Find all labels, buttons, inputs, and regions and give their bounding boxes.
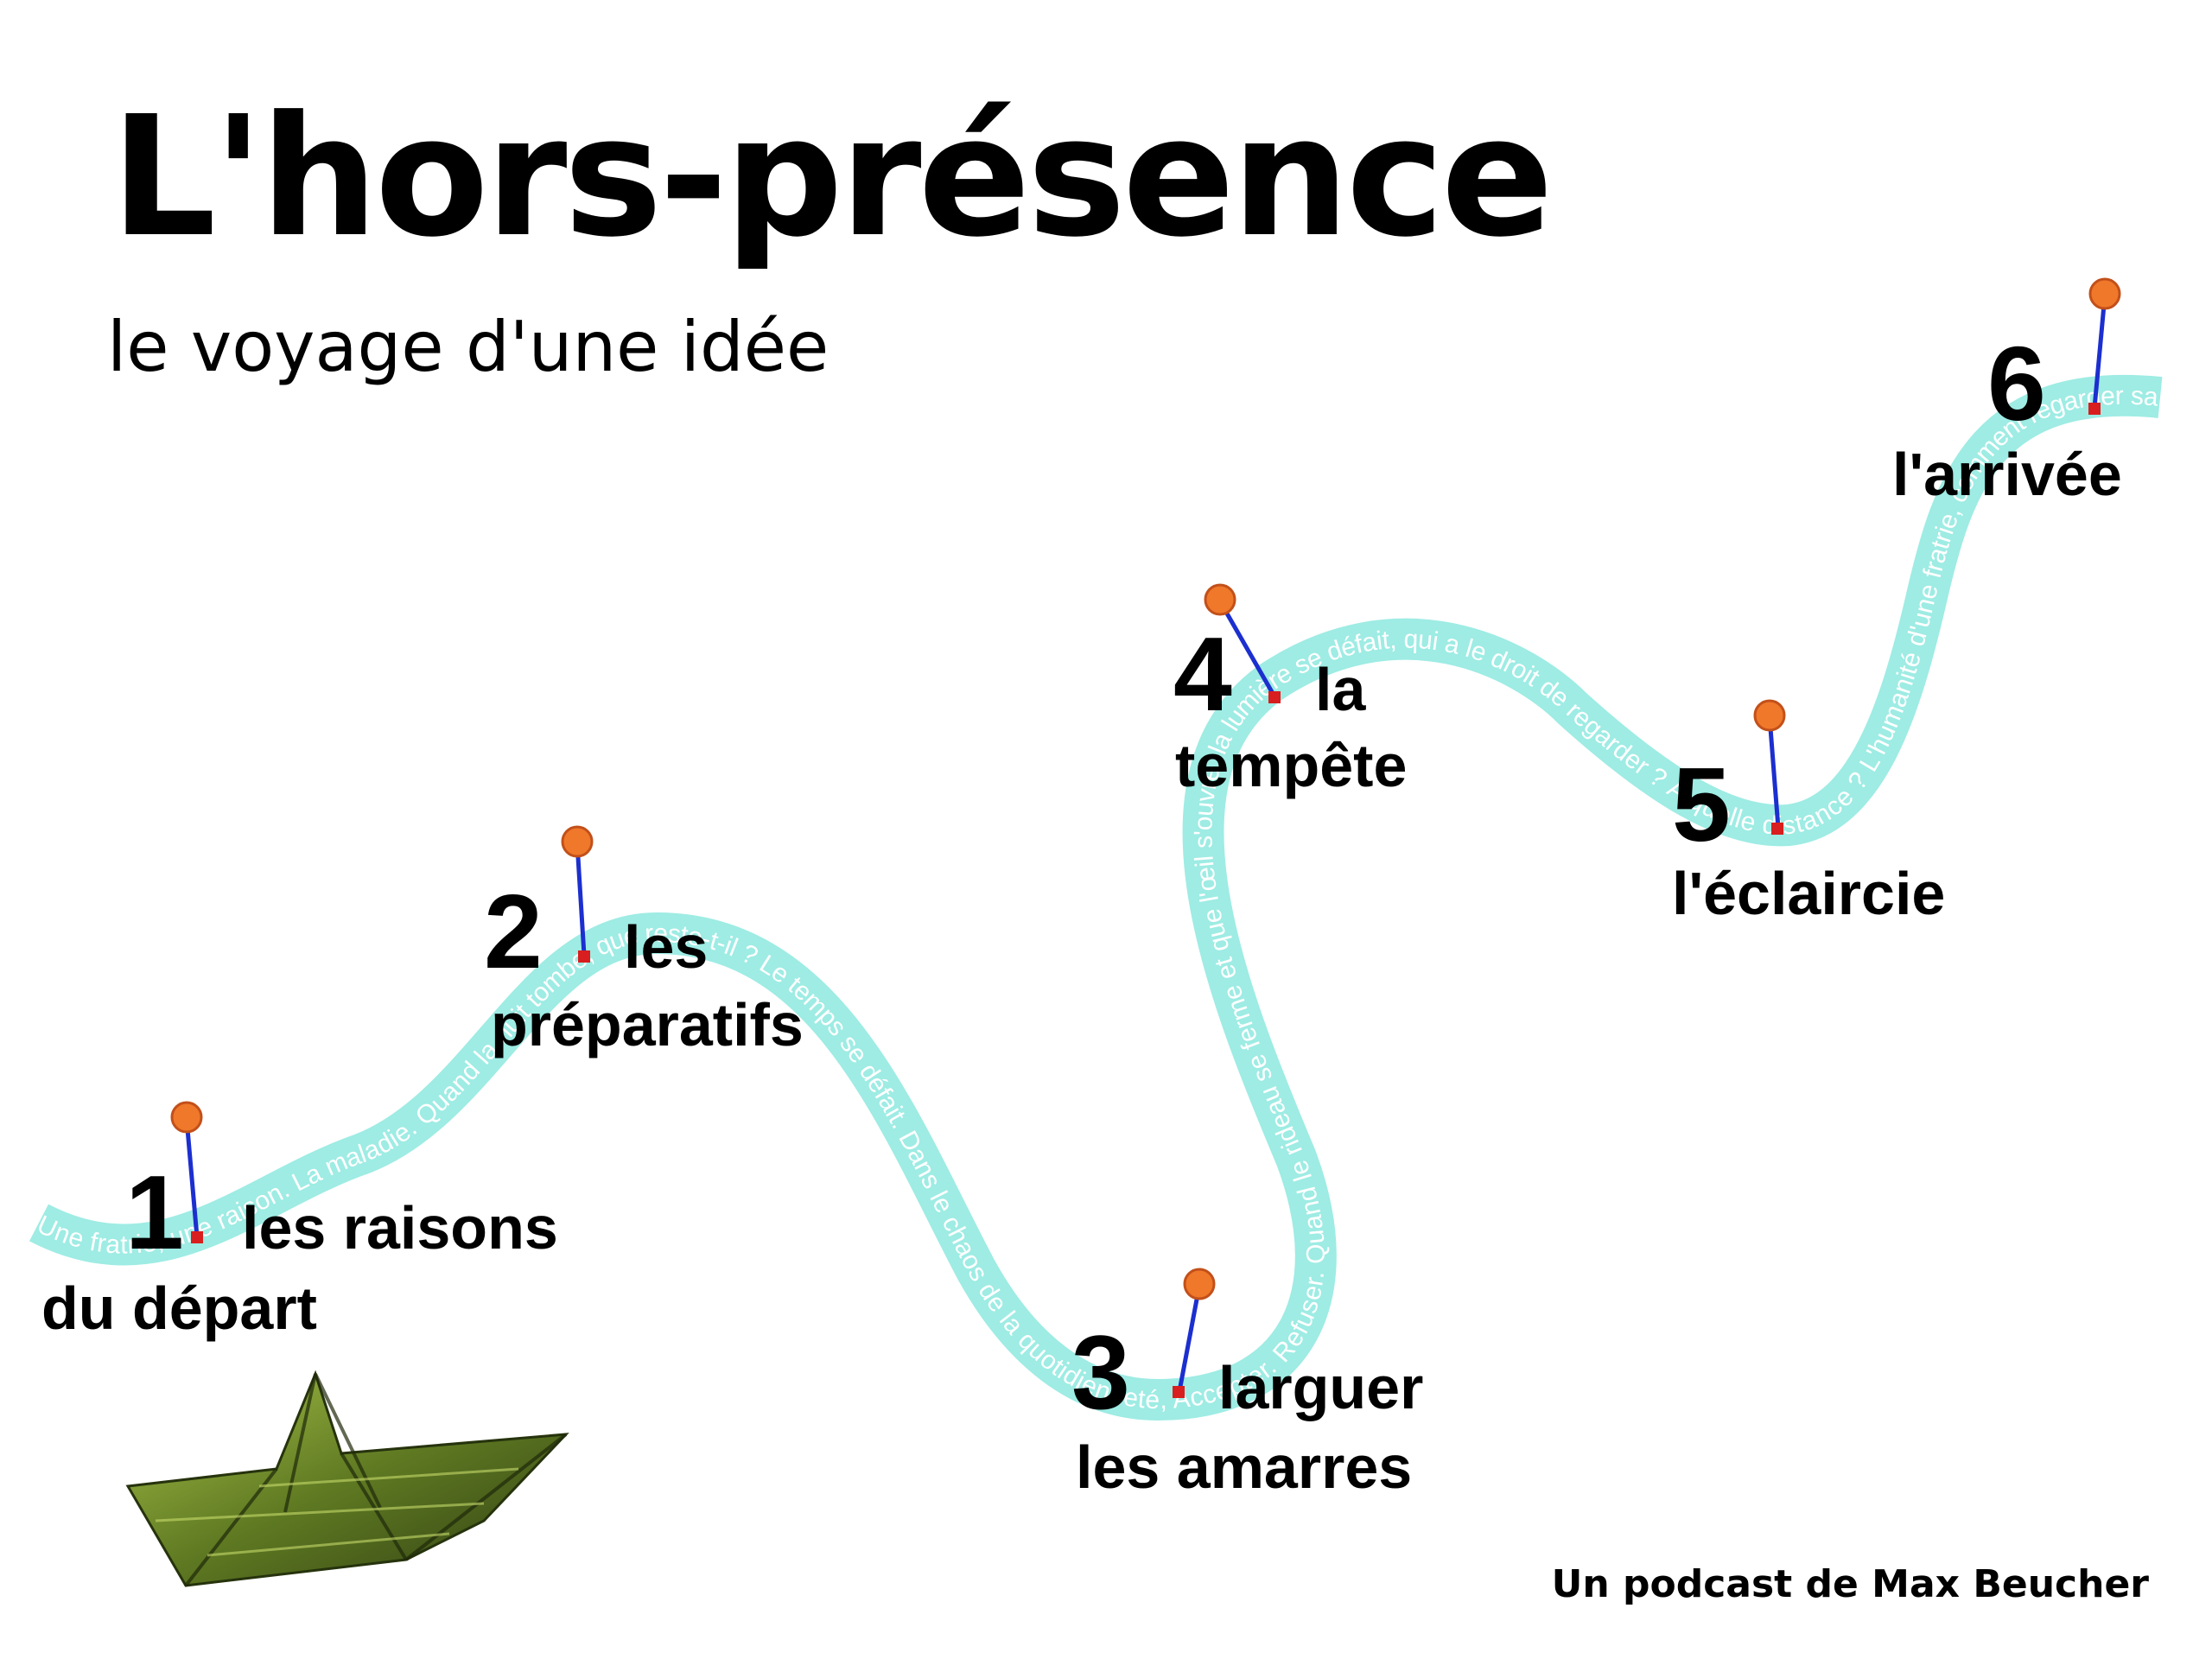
step-label-line2: du départ [41, 1274, 317, 1342]
step-number: 1 [125, 1154, 184, 1271]
step-label-line1: la [1315, 656, 1366, 723]
page-subtitle: le voyage d'une idée [107, 307, 830, 387]
step-number: 6 [1987, 325, 2046, 442]
page-title: L'hors-présence [111, 81, 1554, 274]
podcast-credit: Un podcast de Max Beucher [1551, 1562, 2149, 1606]
step-4: 4 la tempête [1173, 615, 1407, 799]
step-3: 3 larguer les amarres [1071, 1313, 1423, 1501]
step-label-line1: larguer [1218, 1354, 1423, 1421]
map-pin-icon [1204, 583, 1281, 703]
map-pin-icon [2088, 277, 2121, 415]
step-label-line1: les raisons [242, 1194, 558, 1262]
map-pin-icon [1173, 1268, 1216, 1398]
step-number: 2 [484, 873, 543, 990]
step-label-line2: l'arrivée [1892, 441, 2122, 508]
step-number: 5 [1672, 746, 1731, 863]
step-label-line1: les [624, 913, 708, 981]
step-5: 5 l'éclaircie [1672, 746, 1945, 927]
step-6: 6 l'arrivée [1892, 325, 2122, 508]
step-label-line2: les amarres [1076, 1433, 1412, 1501]
map-pin-icon [170, 1101, 203, 1243]
step-number: 3 [1071, 1313, 1130, 1431]
map-pin-icon [1753, 699, 1786, 835]
step-number: 4 [1173, 615, 1232, 733]
step-label-line2: tempête [1175, 732, 1407, 799]
map-pin-icon [561, 825, 594, 963]
paper-boat-icon [125, 1370, 569, 1587]
step-2: 2 les préparatifs [484, 873, 804, 1058]
step-1: 1 les raisons du départ [41, 1154, 558, 1342]
step-label-line2: préparatifs [491, 991, 804, 1058]
step-label-line2: l'éclaircie [1672, 860, 1945, 927]
